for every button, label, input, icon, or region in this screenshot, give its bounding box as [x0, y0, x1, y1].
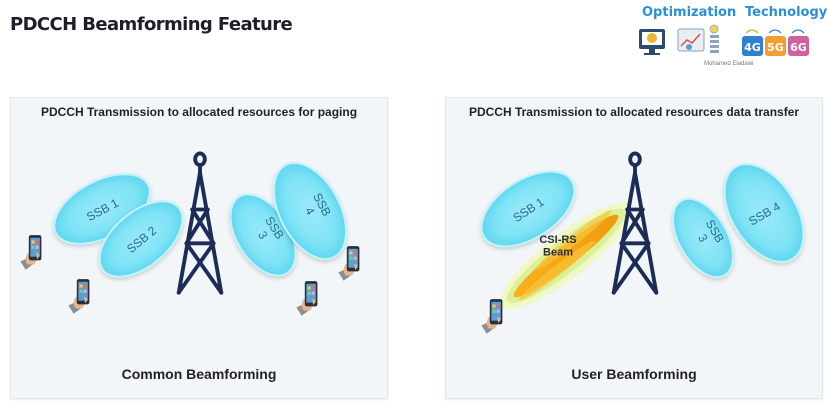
beam-ssb-4: SSB4	[272, 161, 348, 261]
badge-6g: 6G	[790, 41, 807, 54]
logo-word-technology: Technology	[745, 5, 828, 20]
phone-in-hand-icon	[68, 279, 90, 314]
server-icon	[709, 24, 719, 53]
monitor-icon	[639, 29, 665, 55]
badge-5g: 5G	[767, 41, 784, 54]
common-beamforming-diagram: SSB 1 SSB 2 SSB3 SSB4	[20, 151, 360, 316]
network-badges-icon: 4G 5G 6G	[742, 29, 809, 56]
logo-graphics: 4G 5G 6G	[639, 24, 809, 56]
badge-4g: 4G	[744, 41, 761, 54]
brand-logo: Optimization Technology 4G	[634, 2, 828, 74]
page-title: PDCCH Beamforming Feature	[10, 14, 293, 35]
panel-user-beamforming: PDCCH Transmission to allocated resource…	[445, 97, 823, 399]
beam-ssb-3: SSB3	[672, 197, 734, 279]
analytics-board-icon	[677, 28, 705, 52]
logo-word-optimization: Optimization	[642, 5, 737, 20]
panel-heading: PDCCH Transmission to allocated resource…	[468, 105, 800, 119]
beam-ssb-1: SSB 1	[480, 170, 576, 248]
phone-in-hand-icon	[20, 235, 42, 270]
panel-caption: Common Beamforming	[121, 366, 277, 382]
panel-caption: User Beamforming	[571, 366, 697, 382]
panel-heading: PDCCH Transmission to allocated resource…	[40, 105, 358, 119]
beam-ssb-2: SSB 2	[98, 200, 184, 278]
panel-common-beamforming: PDCCH Transmission to allocated resource…	[10, 97, 388, 399]
phone-in-hand-icon	[481, 299, 503, 334]
cell-tower-icon	[176, 151, 224, 295]
logo-author: Mohamed Eladawi	[704, 61, 754, 67]
phone-in-hand-icon	[296, 281, 318, 316]
beam-ssb-4: SSB 4	[723, 163, 805, 263]
csi-rs-beam	[499, 202, 633, 310]
